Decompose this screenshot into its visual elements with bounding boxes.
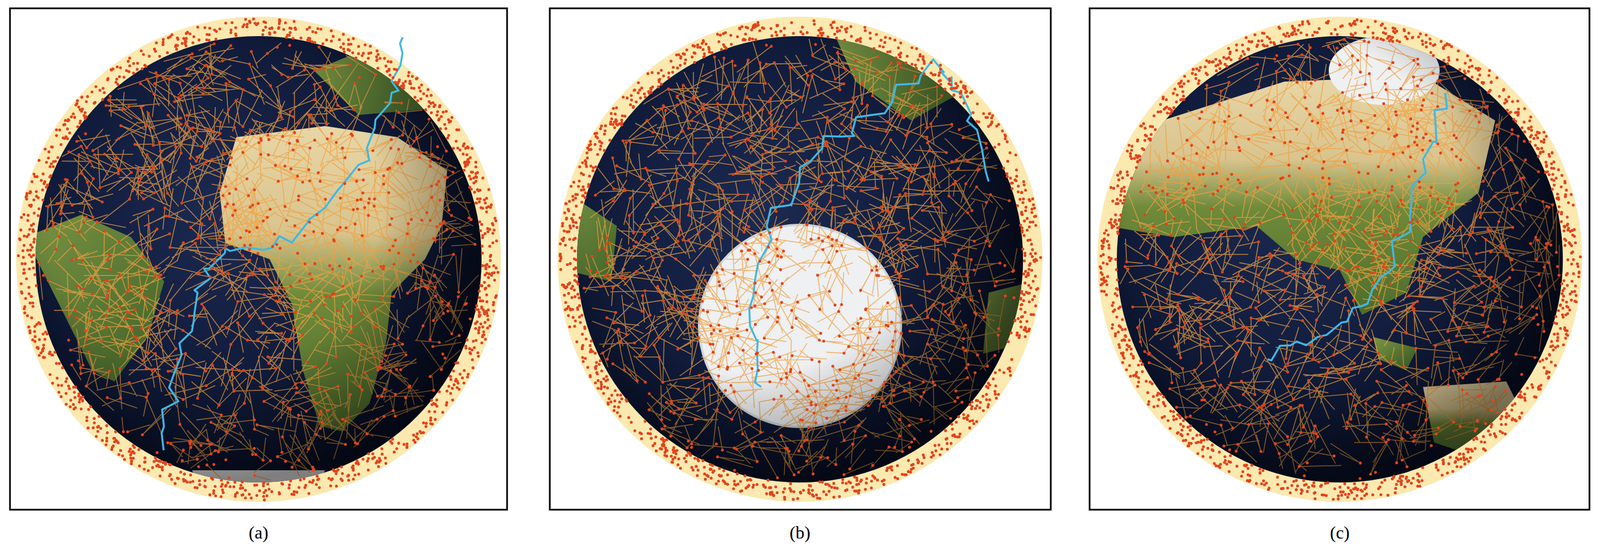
routing-path (161, 37, 403, 450)
globe-a (16, 16, 501, 502)
panel-frame (1089, 8, 1590, 510)
orbit-halo (1097, 16, 1583, 502)
panel-frame (549, 8, 1051, 510)
globe-b (557, 16, 1043, 502)
panel-label: (b) (789, 522, 810, 543)
panel-frame (9, 8, 508, 510)
satellite-dot (558, 19, 1042, 501)
orbit-halo (557, 16, 1043, 502)
routing-path (1267, 92, 1447, 361)
globe-c (1097, 16, 1583, 502)
satellite-dot (1098, 18, 1582, 501)
panel-label: (c) (1329, 522, 1350, 543)
satellite-dot (17, 17, 500, 501)
earth-sea (576, 36, 1024, 483)
orbit-halo (16, 16, 501, 502)
earth-sea (35, 36, 482, 483)
routing-path (161, 37, 1447, 450)
earth-sea (1116, 36, 1563, 483)
sphere-shading (35, 36, 1563, 483)
satellite-dots (17, 17, 1583, 501)
panel-label: (a) (248, 522, 269, 543)
